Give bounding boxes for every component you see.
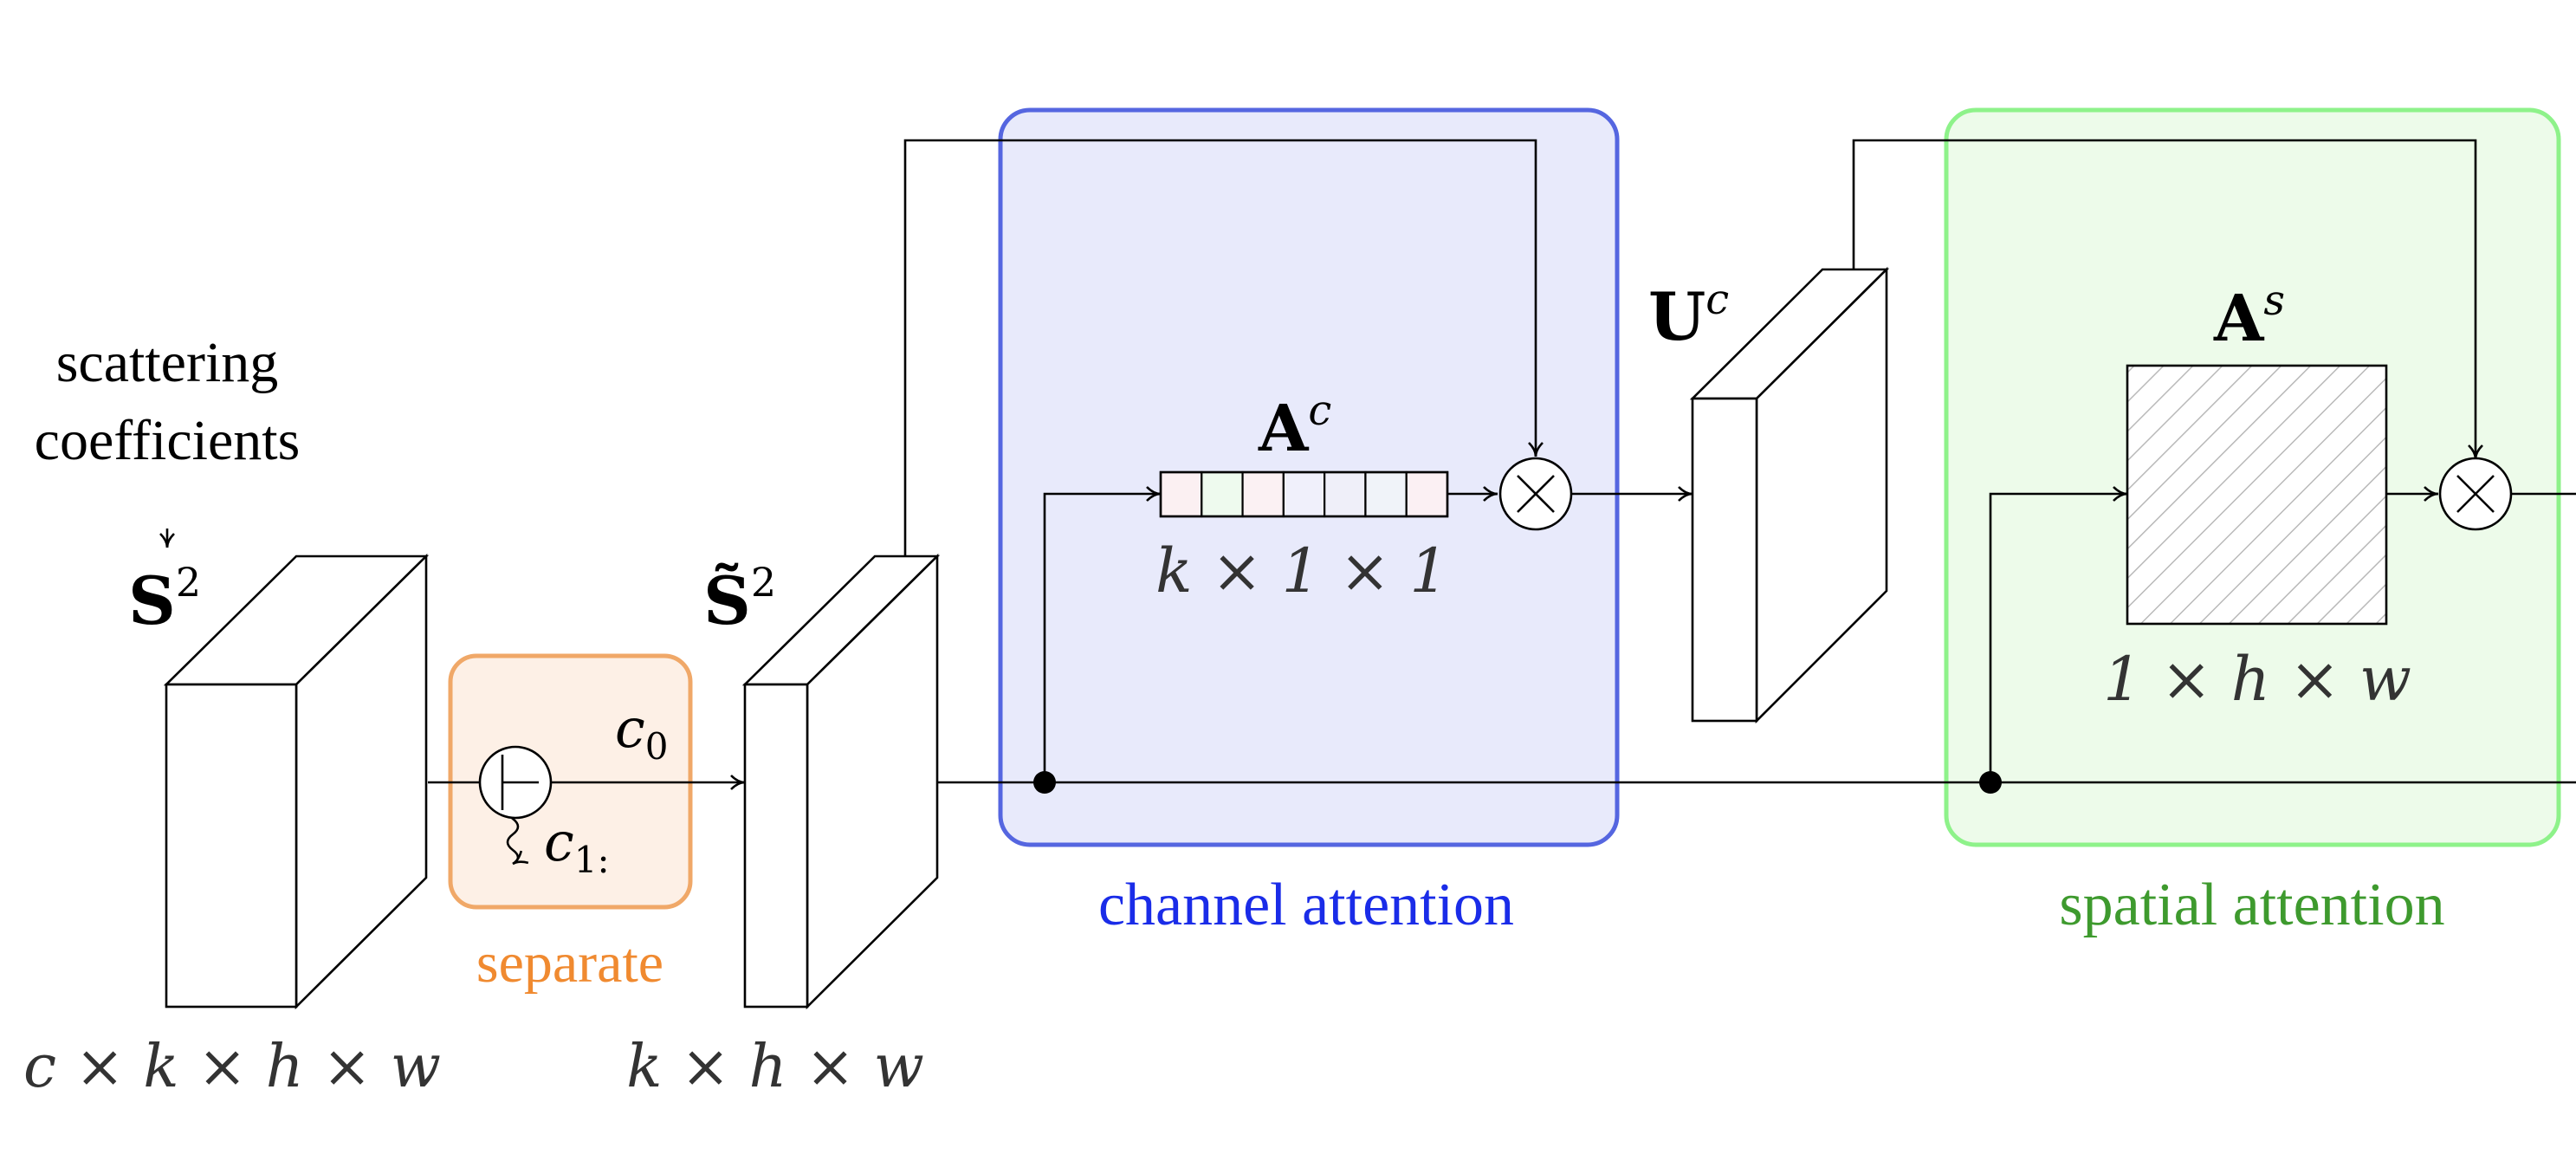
channel-weight-cell [1324, 470, 1367, 518]
channel-weights-outline [1159, 470, 1449, 518]
spatial-multiply-operator [2438, 457, 2513, 531]
input-dims: c × k × h × w [23, 1033, 441, 1101]
junction-dot-channel [1033, 771, 1056, 794]
branch-line-channel [1043, 486, 1162, 782]
channel-weight-cell [1405, 470, 1449, 518]
separate-label: separate [476, 931, 663, 995]
input-block-S2 [163, 553, 430, 1010]
separate-operator [478, 745, 553, 820]
channel-attention-label: channel attention [1098, 872, 1514, 938]
channel-weight-cell [1241, 470, 1285, 518]
selected-dims: k × h × w [626, 1033, 924, 1101]
channel-weight-cell [1282, 470, 1326, 518]
intermediate-tensor-symbol: Uc [1648, 276, 1729, 355]
skip-line-channel [903, 139, 1544, 559]
channel-weights-vector [1159, 470, 1449, 518]
junction-dot-spatial [1979, 771, 2002, 794]
channel-weights-symbol: Ac [1258, 386, 1331, 466]
selected-tensor-symbol: S̃2 [703, 559, 776, 639]
spatial-weights-dims: 1 × h × w [2103, 644, 2411, 715]
spatial-weights-symbol: As [2213, 276, 2285, 356]
channel-weights-dims: k × 1 × 1 [1155, 535, 1448, 606]
skip-line-spatial [1852, 139, 2483, 460]
c1-label: c1: [544, 810, 610, 881]
spatial-attention-label: spatial attention [2059, 872, 2444, 938]
channel-weight-cell [1201, 470, 1244, 518]
input-label-line2: coefficients [35, 409, 301, 472]
channel-weight-cell [1364, 470, 1408, 518]
selected-block-S2-tilde [741, 553, 941, 1010]
intermediate-block-Uc [1689, 266, 1890, 724]
branch-line-spatial [1989, 486, 2128, 782]
spatial-weights-map [2126, 364, 2388, 626]
c0-label: c0 [615, 697, 668, 768]
channel-weight-cell [1159, 470, 1203, 518]
input-tensor-symbol: S2 [128, 559, 201, 639]
input-label-line1: scattering [56, 331, 279, 394]
channel-multiply-operator [1498, 457, 1573, 531]
